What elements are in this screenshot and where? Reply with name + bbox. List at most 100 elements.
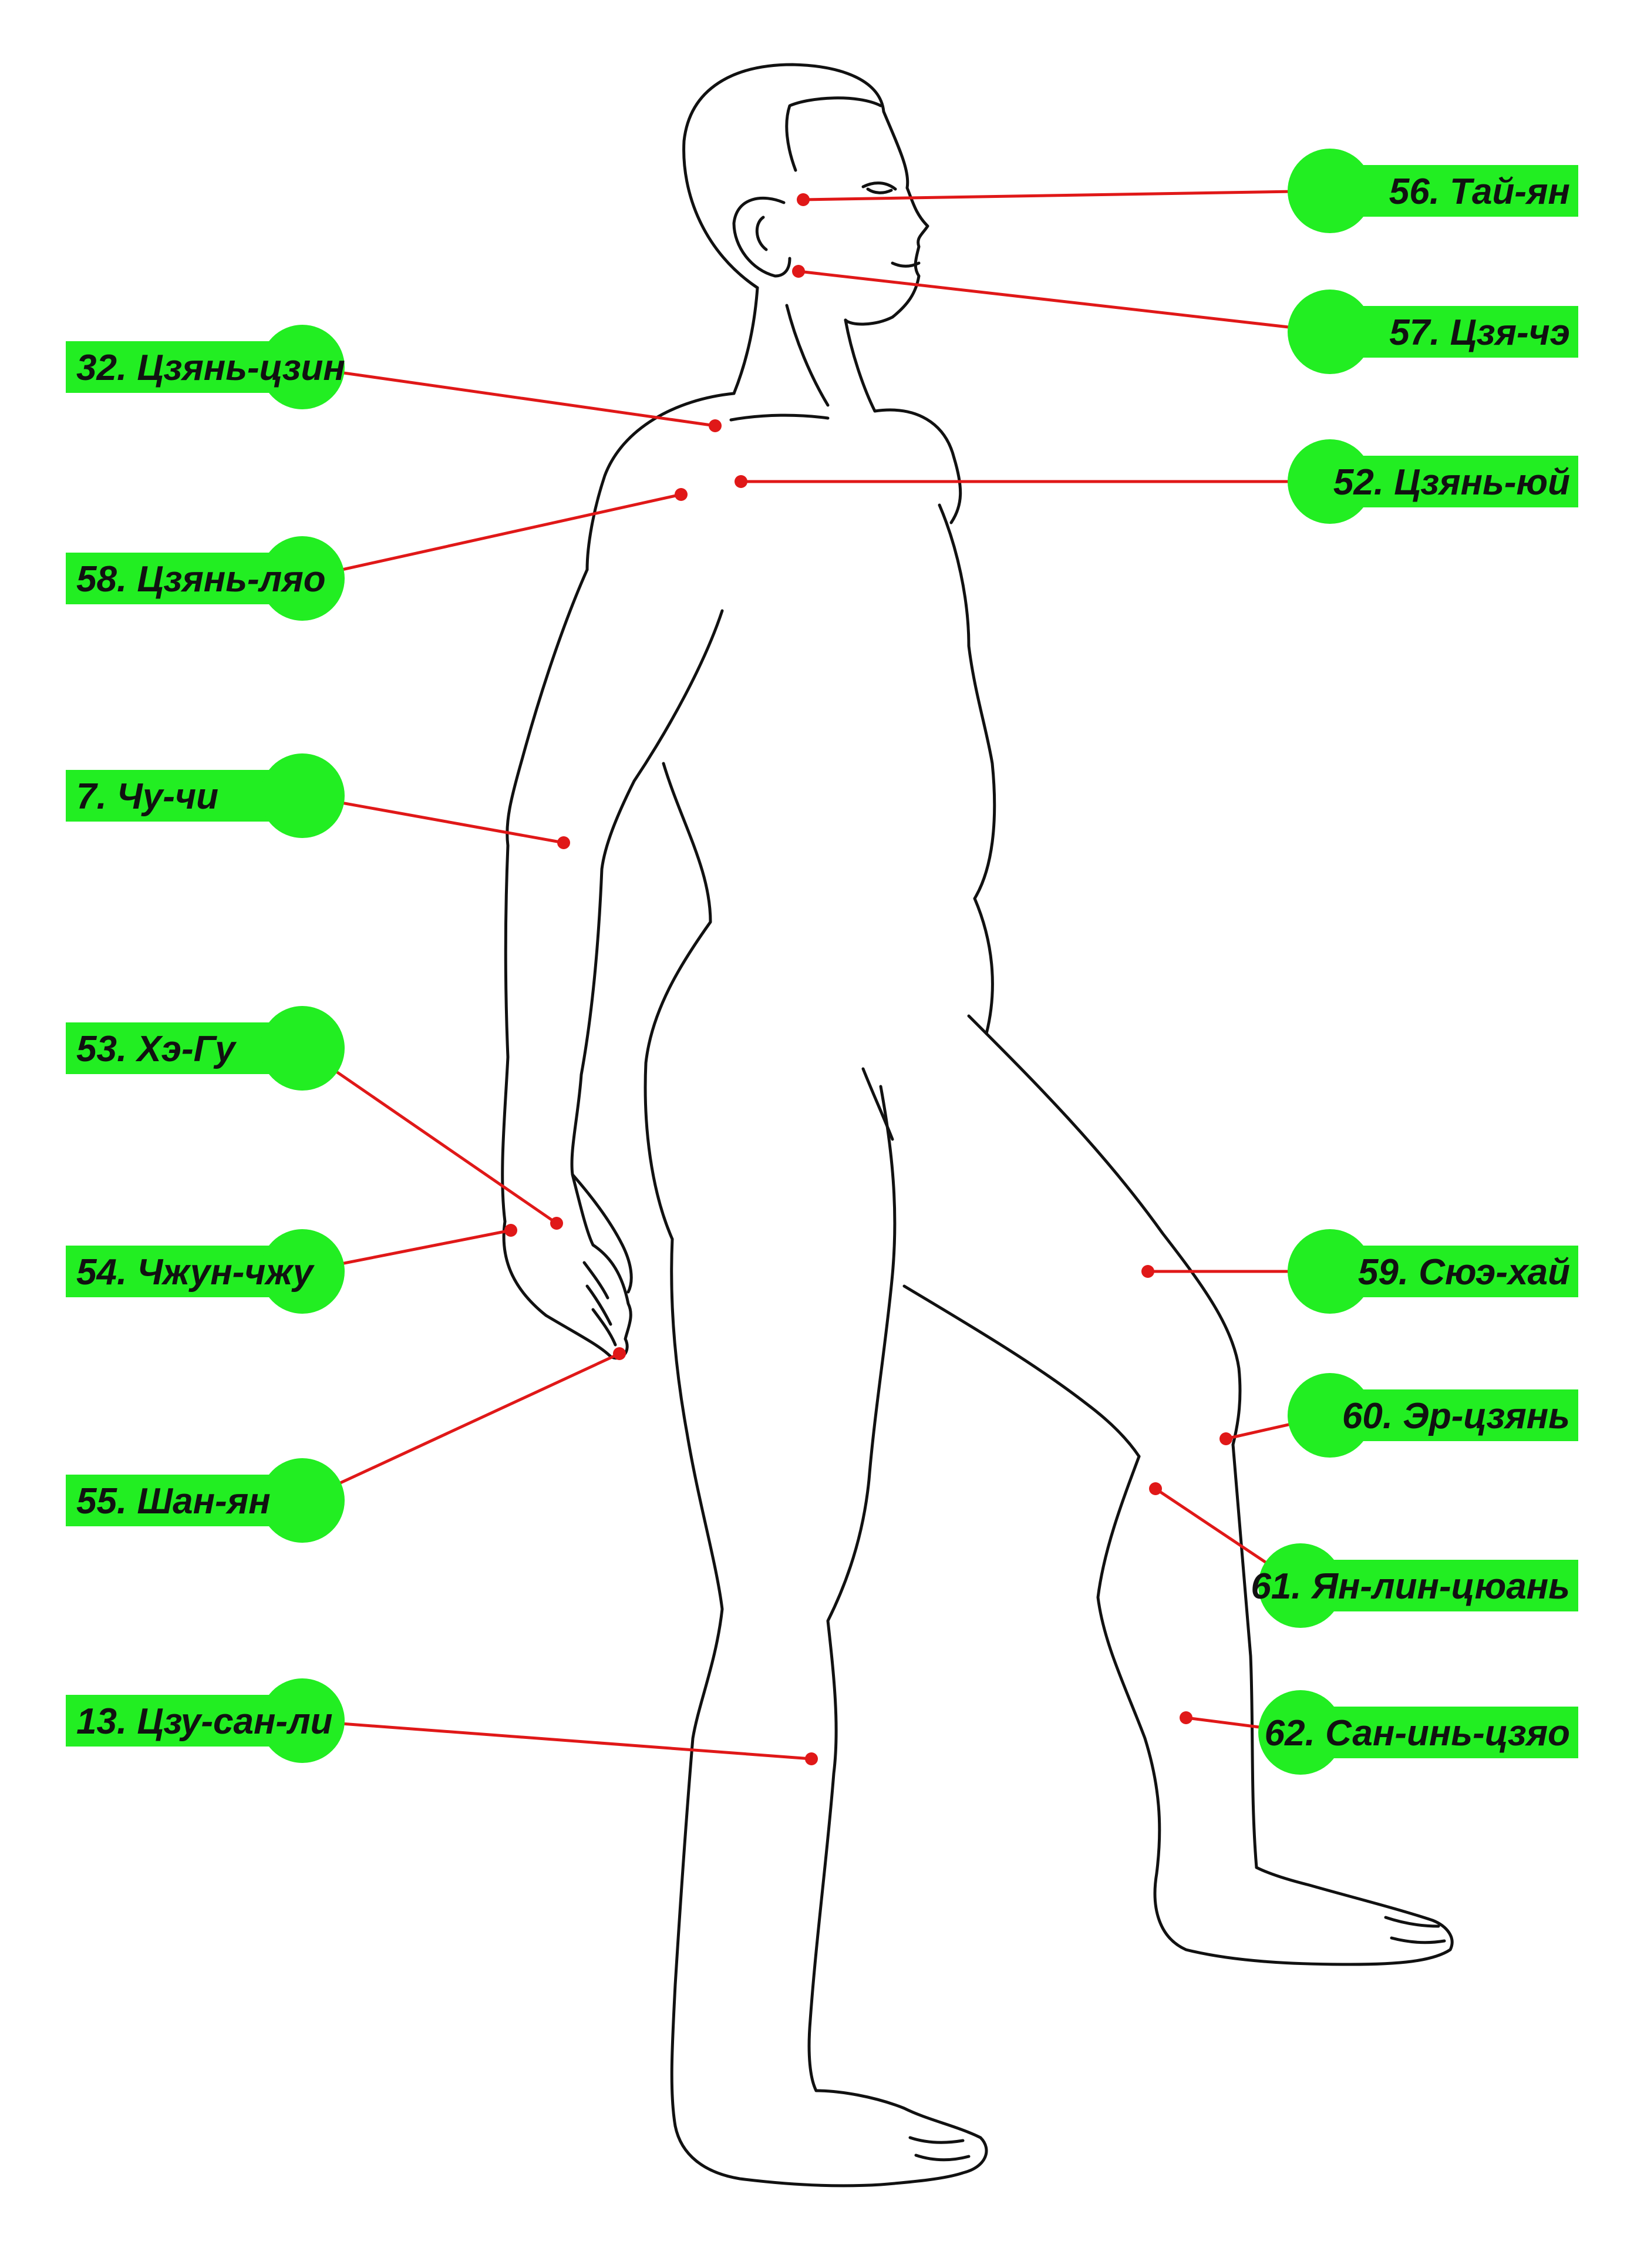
- label-circle-p61: [1258, 1543, 1343, 1628]
- label-text-p57: 57. Цзя-чэ: [1389, 312, 1570, 353]
- label-circle-p57: [1288, 290, 1372, 374]
- label-text-p61: 61. Ян-лин-цюань: [1251, 1566, 1570, 1607]
- acupoint-marker-p55: [613, 1347, 626, 1360]
- label-circle-p56: [1288, 149, 1372, 233]
- acupoint-marker-p54: [504, 1224, 517, 1237]
- neck-front: [844, 318, 877, 413]
- label-bar-p61: [1301, 1560, 1578, 1611]
- label-text-p56: 56. Тай-ян: [1389, 171, 1570, 212]
- leader-line-p57: [798, 270, 1330, 334]
- raised-thigh-bottom: [902, 1284, 1141, 1458]
- label-p53: 53. Хэ-Гу: [66, 1006, 345, 1091]
- label-text-p53: 53. Хэ-Гу: [76, 1029, 237, 1069]
- raised-foot: [1153, 1866, 1454, 1966]
- acupoint-marker-p62: [1180, 1711, 1192, 1724]
- label-p55: 55. Шан-ян: [66, 1458, 345, 1543]
- acupoint-marker-p52: [735, 475, 747, 488]
- acupoint-marker-p56: [797, 193, 810, 206]
- mouth-detail: [891, 261, 921, 268]
- groin-line: [861, 1067, 894, 1141]
- forearm-back: [501, 844, 510, 1223]
- acupoint-marker-p61: [1149, 1482, 1162, 1495]
- label-p54: 54. Чжун-чжу: [66, 1229, 345, 1314]
- label-text-p62: 62. Сан-инь-цзяо: [1265, 1713, 1570, 1754]
- standing-leg-front: [807, 1085, 897, 2092]
- hairline-detail: [785, 96, 882, 172]
- label-text-p58: 58. Цзянь-ляо: [76, 559, 326, 600]
- upper-arm-back: [506, 568, 589, 847]
- point-labels: 56. Тай-ян 57. Цзя-чэ 32. Цзянь-цзин 52. Цз…: [66, 149, 1578, 1775]
- human-figure-outline: [501, 63, 1454, 2188]
- ear-inner-detail: [755, 216, 768, 251]
- neck-back: [732, 286, 759, 395]
- raised-shin-front: [1231, 1443, 1258, 1869]
- acupoint-marker-p13: [805, 1752, 818, 1765]
- finger-detail: [582, 1261, 617, 1347]
- standing-leg-back: [670, 1237, 724, 2128]
- label-text-p13: 13. Цзу-сан-ли: [76, 1701, 333, 1742]
- hand-outline: [502, 1173, 633, 1360]
- chest-front: [938, 503, 996, 1035]
- standing-toes-detail: [908, 2136, 971, 2162]
- label-circle-p62: [1258, 1690, 1343, 1775]
- label-p13: 13. Цзу-сан-ли: [66, 1678, 345, 1763]
- label-circle-p58: [260, 536, 345, 621]
- acupoint-marker-p53: [550, 1217, 563, 1230]
- label-p57: 57. Цзя-чэ: [1288, 290, 1578, 374]
- leader-line-p7: [302, 794, 564, 844]
- standing-foot: [673, 2089, 988, 2188]
- label-circle-p54: [260, 1229, 345, 1314]
- label-text-p52: 52. Цзянь-юй: [1333, 462, 1570, 503]
- leader-line-p58: [302, 493, 682, 580]
- ear-outline: [732, 196, 791, 278]
- leader-line-p56: [803, 189, 1330, 201]
- shoulder-front: [873, 408, 962, 524]
- acupoint-marker-p59: [1141, 1265, 1154, 1278]
- eye-detail: [861, 181, 897, 194]
- label-circle-p53: [260, 1006, 345, 1091]
- label-text-p59: 59. Сюэ-хай: [1358, 1252, 1570, 1293]
- label-p60: 60. Эр-цзянь: [1288, 1373, 1578, 1458]
- label-bar-p62: [1301, 1707, 1578, 1758]
- acupoint-marker-p58: [675, 488, 688, 501]
- label-p52: 52. Цзянь-юй: [1288, 439, 1578, 524]
- label-p61: 61. Ян-лин-цюань: [1251, 1543, 1578, 1628]
- acupoint-marker-p60: [1219, 1432, 1232, 1445]
- leader-line-p55: [301, 1352, 621, 1502]
- label-p58: 58. Цзянь-ляо: [66, 536, 345, 621]
- acupoint-marker-p57: [792, 265, 805, 278]
- label-text-p54: 54. Чжун-чжу: [76, 1252, 315, 1293]
- label-circle-p32: [260, 325, 345, 409]
- label-text-p32: 32. Цзянь-цзин: [76, 348, 345, 388]
- shoulder-back: [585, 392, 736, 571]
- head-outline: [682, 63, 929, 326]
- acupoint-marker-p32: [709, 419, 722, 432]
- leader-lines: [301, 189, 1330, 1765]
- label-p59: 59. Сюэ-хай: [1288, 1229, 1578, 1314]
- label-circle-p13: [260, 1678, 345, 1763]
- raised-toes-detail: [1384, 1916, 1446, 1944]
- leader-line-p53: [301, 1046, 558, 1225]
- neck-crease: [785, 304, 830, 407]
- leader-line-p13: [302, 1719, 812, 1761]
- label-circle-p55: [260, 1458, 345, 1543]
- label-circle-p52: [1288, 439, 1372, 524]
- label-p62: 62. Сан-инь-цзяо: [1258, 1690, 1578, 1775]
- label-circle-p60: [1288, 1373, 1372, 1458]
- leader-line-p32: [302, 365, 716, 428]
- label-circle-p59: [1288, 1229, 1372, 1314]
- label-p56: 56. Тай-ян: [1288, 149, 1578, 233]
- acupoint-marker-p7: [557, 836, 570, 849]
- raised-shin-back: [1096, 1455, 1161, 1875]
- raised-thigh-top: [967, 1014, 1242, 1446]
- label-text-p60: 60. Эр-цзянь: [1342, 1396, 1570, 1436]
- upper-arm-front: [600, 609, 724, 871]
- label-p7: 7. Чу-чи: [66, 753, 345, 838]
- collar-line: [729, 413, 830, 422]
- label-circle-p7: [260, 753, 345, 838]
- label-text-p7: 7. Чу-чи: [76, 776, 218, 817]
- back-waist: [644, 762, 712, 1241]
- forearm-front: [570, 867, 604, 1176]
